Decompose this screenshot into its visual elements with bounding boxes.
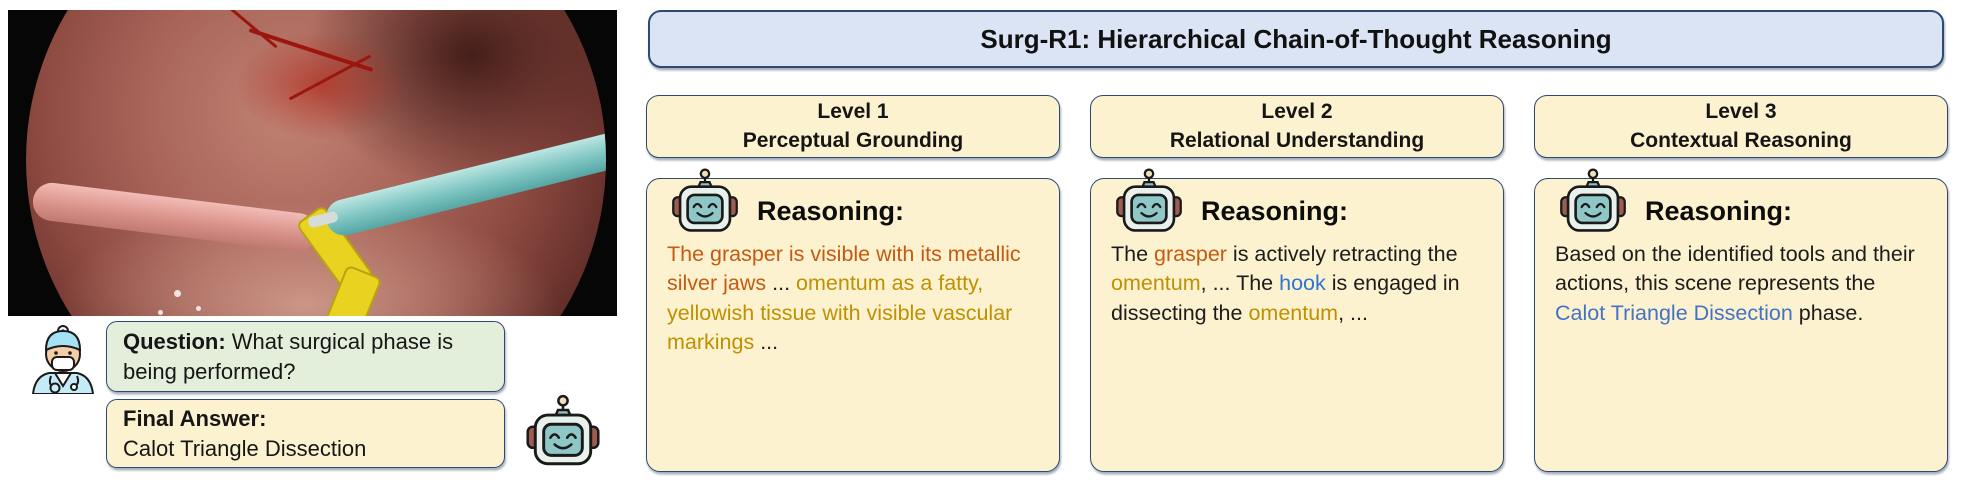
- figure-title: Surg-R1: Hierarchical Chain-of-Thought R…: [980, 23, 1612, 54]
- robot-icon: [1555, 167, 1631, 235]
- specular-highlight: [158, 310, 163, 315]
- reasoning-header: Reasoning:: [1555, 185, 1931, 235]
- specular-highlight: [196, 306, 201, 311]
- reasoning-segment: grasper: [1154, 242, 1227, 266]
- level-2-reasoning-box: Reasoning: The grasper is actively retra…: [1090, 178, 1504, 472]
- level-3-header: Level 3 Contextual Reasoning: [1534, 95, 1948, 158]
- blood-patch: [236, 30, 406, 140]
- question-body: What surgical phase is being performed?: [123, 329, 454, 384]
- question-text: Question: What surgical phase is being p…: [123, 327, 488, 385]
- level-3-label: Level 3: [1705, 100, 1777, 124]
- reasoning-segment: The: [1111, 242, 1155, 266]
- reasoning-segment: , ...: [1338, 300, 1368, 325]
- reasoning-label: Reasoning:: [757, 195, 905, 226]
- level-2-header: Level 2 Relational Understanding: [1090, 95, 1504, 158]
- final-answer-label: Final Answer:: [123, 406, 267, 432]
- reasoning-segment: omentum as a fatty, yellowish tissue wit…: [667, 271, 1013, 355]
- level-2-label: Level 2: [1261, 100, 1333, 124]
- specular-highlight: [174, 290, 181, 297]
- reasoning-text: Based on the identified tools and their …: [1555, 240, 1931, 328]
- robot-icon: [1111, 167, 1187, 235]
- level-2-subtitle: Relational Understanding: [1169, 128, 1425, 152]
- reasoning-segment: ...: [772, 271, 797, 296]
- level-1-label: Level 1: [817, 100, 889, 124]
- reasoning-segment: is engaged in dissecting the: [1111, 271, 1460, 325]
- robot-icon: [667, 167, 743, 235]
- reasoning-segment: The grasper is visible with its metallic…: [667, 242, 1021, 296]
- reasoning-segment: Calot Triangle Dissection: [1555, 300, 1793, 325]
- reasoning-segment: , ... The: [1200, 271, 1280, 296]
- question-box: Question: What surgical phase is being p…: [106, 321, 505, 392]
- level-3-subtitle: Contextual Reasoning: [1630, 128, 1852, 152]
- reasoning-segment: omentum: [1111, 271, 1201, 296]
- level-1-subtitle: Perceptual Grounding: [742, 128, 964, 152]
- endoscope-field-of-view: [26, 10, 606, 316]
- reasoning-header: Reasoning:: [667, 185, 1043, 235]
- question-label: Question:: [123, 329, 226, 355]
- blood-vessel: [214, 10, 278, 49]
- figure-title-banner: Surg-R1: Hierarchical Chain-of-Thought R…: [648, 10, 1944, 68]
- final-answer-text: Calot Triangle Dissection: [123, 435, 367, 461]
- final-answer-box: Final Answer: Calot Triangle Dissection: [106, 399, 505, 468]
- reasoning-segment: Based on the identified tools and their …: [1555, 242, 1915, 296]
- level-3-reasoning-box: Reasoning: Based on the identified tools…: [1534, 178, 1948, 472]
- reasoning-segment: omentum: [1248, 300, 1339, 325]
- level-1-reasoning-box: Reasoning: The grasper is visible with i…: [646, 178, 1060, 472]
- reasoning-text: The grasper is visible with its metallic…: [667, 240, 1043, 358]
- reasoning-segment: ...: [760, 330, 779, 355]
- level-1-header: Level 1 Perceptual Grounding: [646, 95, 1060, 158]
- reasoning-segment: hook: [1279, 271, 1326, 296]
- surgeon-icon: [24, 324, 102, 394]
- reasoning-label: Reasoning:: [1645, 195, 1793, 226]
- reasoning-segment: is actively retracting the: [1226, 242, 1458, 266]
- reasoning-segment: phase.: [1792, 300, 1864, 325]
- reasoning-text: The grasper is actively retracting the o…: [1111, 240, 1487, 328]
- endoscopic-image: [8, 10, 617, 316]
- reasoning-label: Reasoning:: [1201, 195, 1349, 226]
- robot-icon: [521, 392, 605, 470]
- reasoning-header: Reasoning:: [1111, 185, 1487, 235]
